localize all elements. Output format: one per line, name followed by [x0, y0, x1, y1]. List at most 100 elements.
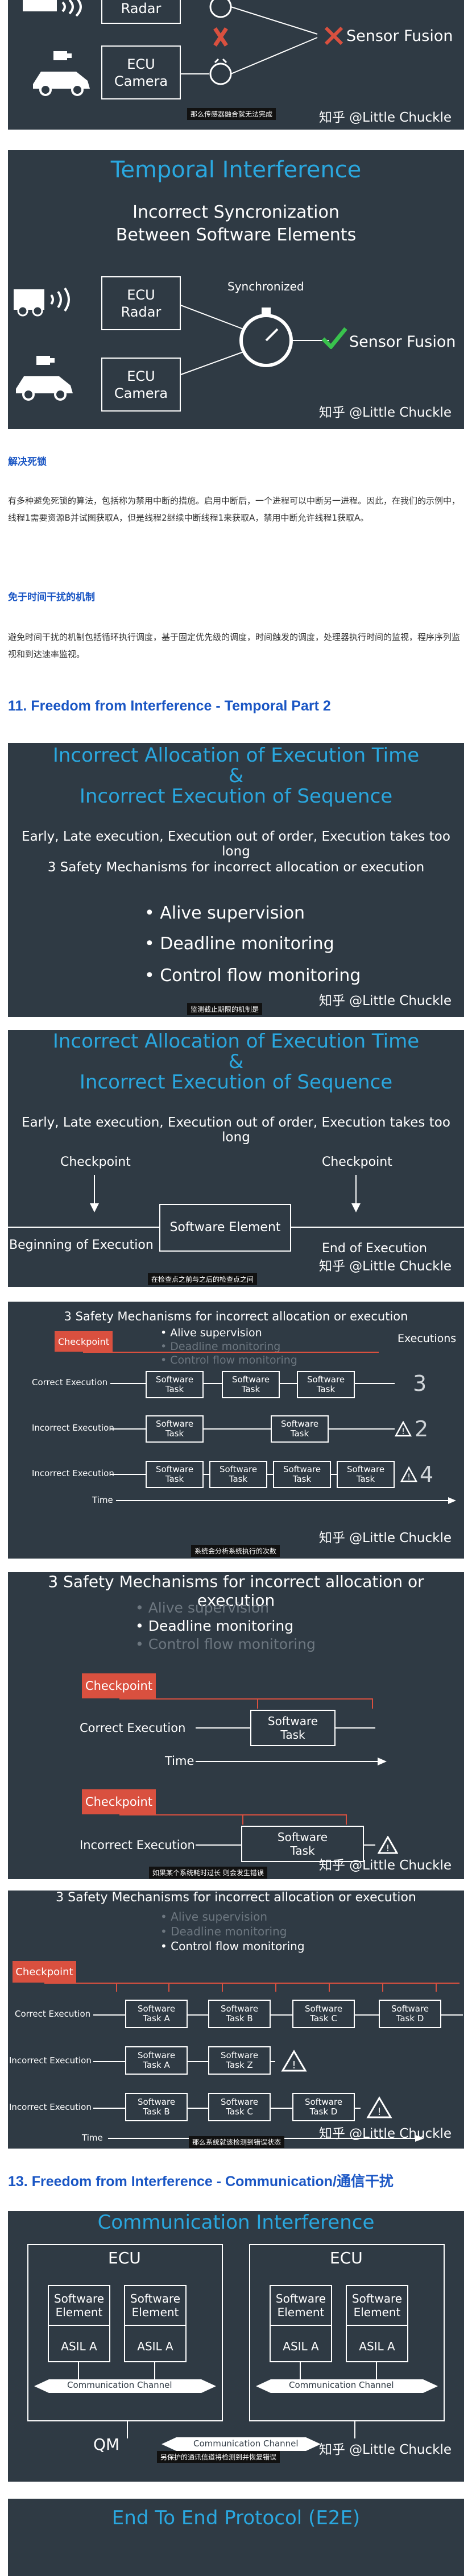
radar-car-icon: [14, 284, 70, 317]
warning-icon: !: [378, 1836, 398, 1854]
time-label: Time: [82, 2133, 103, 2143]
warning-icon: !: [400, 1466, 417, 1482]
bullet-alive: • Alive supervision: [160, 1327, 262, 1339]
slide-subtitle-line2: Between Software Elements: [115, 225, 357, 245]
subtitle-caption: 如果某个系统耗时过长 则会发生错误: [149, 1867, 267, 1879]
warning-icon: !: [366, 2096, 392, 2118]
bullet-alive: • Alive supervision: [135, 1599, 270, 1616]
watermark: 知乎 @Little Chuckle: [318, 2126, 452, 2141]
checkpoint-badge: Checkpoint: [82, 1673, 156, 1698]
channel-arrow-right: [256, 2362, 438, 2393]
slide-title: Temporal Interference: [110, 157, 362, 183]
checkpoint-right-label: Checkpoint: [322, 1155, 392, 1169]
svg-text:!: !: [401, 1427, 405, 1436]
slide-title: End To End Protocol (E2E): [111, 2507, 361, 2529]
ecu-right-label: ECU: [330, 2249, 363, 2267]
svg-text:!: !: [386, 1843, 390, 1854]
subtitle-caption: 监测截止期限的机制是: [187, 1003, 263, 1015]
checkpoint-left-label: Checkpoint: [60, 1155, 131, 1169]
channel-arrow-left: [34, 2362, 216, 2393]
slide-control-flow-monitoring: 3 Safety Mechanisms for incorrect alloca…: [8, 1891, 464, 2149]
watermark: 知乎 @Little Chuckle: [318, 1858, 452, 1873]
bullet-control-flow: • Control flow monitoring: [144, 966, 361, 986]
mechanism-paragraph: 避免时间干扰的机制包括循环执行调度，基于固定优先级的调度，时间触发的调度，处理器…: [8, 632, 461, 659]
watermark: 知乎 @Little Chuckle: [318, 405, 452, 420]
ecu-left-frame: [27, 2244, 223, 2421]
slide-title: Communication Interference: [97, 2211, 375, 2234]
slide-title-line2: &: [228, 765, 244, 787]
subtitle-caption: 另保护的通讯信道将检测到并恢复错误: [157, 2451, 280, 2463]
slide-e2e-protocol: End To End Protocol (E2E): [8, 2499, 464, 2576]
sensor-fusion-label: Sensor Fusion: [346, 27, 453, 45]
software-element-box: Software Element: [159, 1204, 291, 1252]
slide-title-line3: Incorrect Execution of Sequence: [79, 1071, 393, 1094]
slide-title: 3 Safety Mechanisms for incorrect alloca…: [64, 1310, 408, 1323]
checkpoint-badge: Checkpoint: [55, 1331, 113, 1352]
bullet-deadline: • Deadline monitoring: [144, 934, 334, 954]
section-13-heading: 13. Freedom from Interference - Communic…: [8, 2174, 394, 2189]
sensor-fusion-label: Sensor Fusion: [349, 333, 456, 351]
slide-alive-supervision: 3 Safety Mechanisms for incorrect alloca…: [8, 1302, 464, 1559]
beginning-of-execution-label: Beginning of Execution: [9, 1238, 154, 1252]
ecu-right-frame: [249, 2244, 445, 2421]
ecu-camera-box: ECU Camera: [101, 358, 181, 412]
ecu-left-label: ECU: [108, 2249, 141, 2267]
radar-car-icon: [23, 0, 82, 17]
incorrect-execution-label: Incorrect Execution: [32, 1468, 114, 1478]
bullet-deadline: • Deadline monitoring: [160, 1340, 281, 1353]
incorrect-execution-label: Incorrect Execution: [9, 2102, 92, 2112]
slide-title-line1: Incorrect Allocation of Execution Time: [52, 1030, 420, 1053]
bullet-alive: • Alive supervision: [144, 903, 305, 923]
slide-line2: 3 Safety Mechanisms for incorrect alloca…: [47, 860, 425, 875]
slide-title-line2: &: [228, 1050, 244, 1073]
slide-title: 3 Safety Mechanisms for incorrect alloca…: [56, 1891, 416, 1905]
slide-sensor-fusion-failure: Radar ECU Camera Sensor Fusion 知乎 @Littl…: [8, 0, 464, 130]
execution-count-correct: 3: [413, 1371, 427, 1396]
slide-subtitle-line1: Incorrect Syncronization: [133, 202, 339, 222]
subtitle-caption: 系统会分析系统执行的次数: [191, 1545, 280, 1557]
execution-count-incorrect-1: 2: [415, 1416, 429, 1441]
warning-icon: !: [281, 2050, 307, 2072]
watermark: 知乎 @Little Chuckle: [318, 110, 452, 125]
subtitle-caption: 那么系统就该检测到错误状态: [189, 2136, 285, 2148]
channel-label-left: Communication Channel: [67, 2380, 172, 2390]
incorrect-execution-label: Incorrect Execution: [32, 1423, 114, 1433]
check-icon: [321, 327, 347, 349]
end-of-execution-label: End of Execution: [322, 1241, 427, 1256]
watermark: 知乎 @Little Chuckle: [318, 994, 452, 1008]
correct-execution-label: Correct Execution: [80, 1721, 186, 1735]
channel-connector: [127, 2421, 355, 2451]
timing-arrows: [181, 0, 318, 85]
slide-deadline-monitoring: 3 Safety Mechanisms for incorrect alloca…: [8, 1572, 464, 1879]
slide-incorrect-allocation-bullets: Incorrect Allocation of Execution Time &…: [8, 743, 464, 1017]
camera-car-icon: [16, 356, 73, 401]
warning-icon: !: [395, 1421, 412, 1437]
mechanism-heading: 免于时间干扰的机制: [8, 592, 95, 603]
slide-line1: Early, Late execution, Execution out of …: [22, 1115, 450, 1145]
bullet-control-flow: • Control flow monitoring: [160, 1939, 305, 1953]
radar-box: Radar: [101, 0, 181, 24]
svg-text:!: !: [407, 1473, 411, 1482]
ecu-camera-box: ECU Camera: [101, 45, 181, 99]
bullet-deadline: • Deadline monitoring: [160, 1925, 287, 1938]
svg-text:!: !: [292, 2059, 296, 2071]
deadlock-paragraph: 有多种避免死锁的算法，包括称为禁用中断的措施。启用中断后，一个进程可以中断另一进…: [8, 496, 461, 523]
time-arrow: [196, 1758, 387, 1765]
slide-execution-checkpoints: Incorrect Allocation of Execution Time &…: [8, 1030, 464, 1287]
